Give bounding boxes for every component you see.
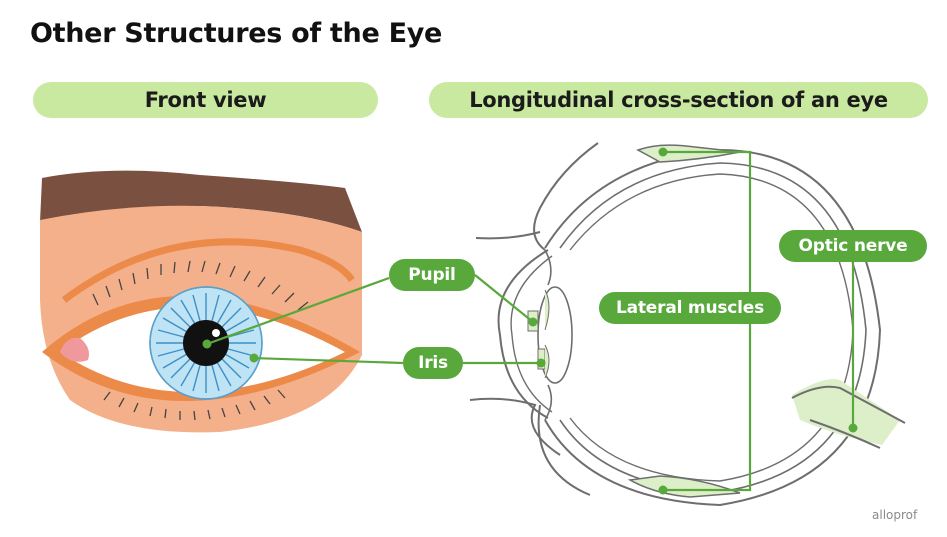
cornea — [497, 249, 549, 419]
optic-nerve-label: Optic nerve — [779, 230, 927, 262]
cross-section-heading: Longitudinal cross-section of an eye — [429, 82, 928, 118]
upper-muscle — [636, 144, 741, 163]
caruncle — [60, 337, 89, 362]
watermark-logo: alloprof — [872, 508, 918, 522]
cross-section-illustration — [469, 142, 906, 507]
lower-muscle — [627, 475, 741, 498]
sclera-outer — [544, 148, 882, 507]
pupil-label: Pupil — [389, 259, 475, 291]
lower-eyelid — [469, 397, 591, 496]
lateral-muscles-label: Lateral muscles — [599, 292, 781, 324]
iris-label: Iris — [403, 347, 463, 379]
upper-eyelid — [475, 142, 599, 251]
page-title: Other Structures of the Eye — [30, 18, 443, 49]
front-view-heading: Front view — [33, 82, 378, 118]
optic-nerve-shape — [792, 379, 900, 445]
front-eye-illustration — [40, 170, 362, 433]
retina — [569, 173, 854, 482]
eyebrow — [40, 170, 362, 232]
choroid — [559, 162, 867, 493]
leader-dots — [202, 147, 858, 495]
lid-fold — [61, 238, 355, 303]
